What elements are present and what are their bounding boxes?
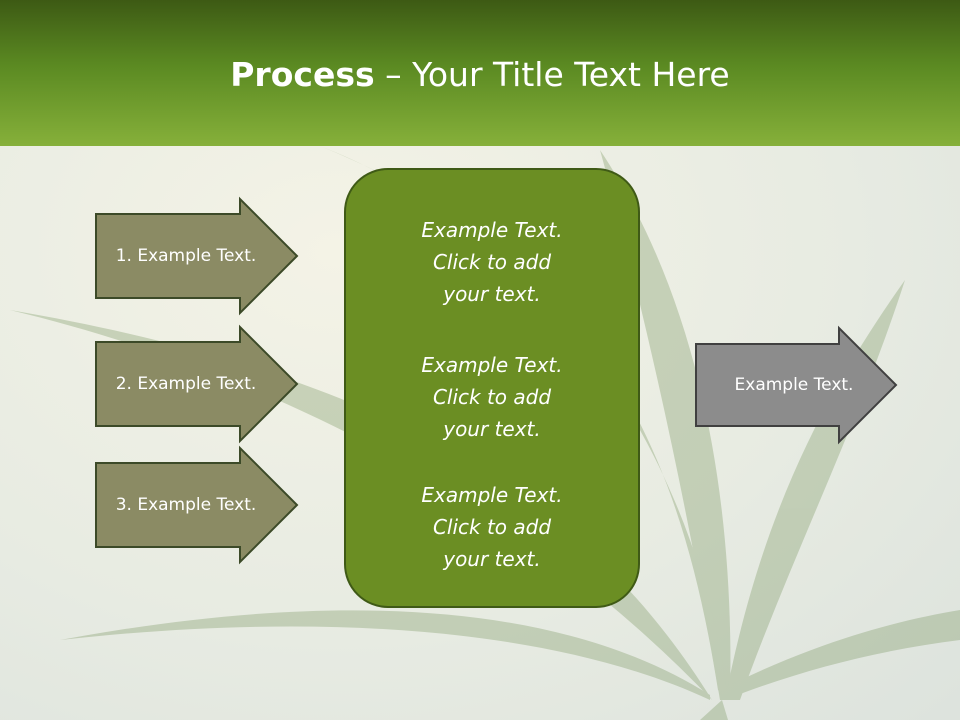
process-text-line: Click to add (432, 515, 552, 539)
process-text-block-1[interactable]: Example Text. Click to add your text. (346, 214, 638, 310)
process-text-block-3[interactable]: Example Text. Click to add your text. (346, 479, 638, 575)
output-arrow-label: Example Text. (734, 375, 854, 395)
input-arrow-2-label: 2. Example Text. (115, 374, 257, 394)
input-arrow-3-label: 3. Example Text. (115, 495, 257, 515)
process-text-line: Example Text. (421, 483, 563, 507)
process-text-block-2[interactable]: Example Text. Click to add your text. (346, 349, 638, 445)
title-rest: – Your Title Text Here (374, 55, 730, 94)
slide-title: Process – Your Title Text Here (0, 52, 960, 98)
title-bold: Process (230, 55, 375, 94)
input-arrow-3[interactable] (95, 445, 299, 565)
input-arrow-2[interactable] (95, 324, 299, 444)
title-bar (0, 0, 960, 146)
process-text-line: Click to add (432, 250, 552, 274)
process-text-line: your text. (443, 282, 541, 306)
process-text-line: your text. (443, 417, 541, 441)
output-arrow[interactable] (695, 325, 898, 445)
input-arrow-1[interactable] (95, 196, 299, 316)
process-text-line: Example Text. (421, 353, 563, 377)
process-text-line: your text. (443, 547, 541, 571)
input-arrow-1-label: 1. Example Text. (115, 246, 257, 266)
process-box[interactable]: Example Text. Click to add your text. Ex… (344, 168, 640, 608)
process-text-line: Click to add (432, 385, 552, 409)
process-text-line: Example Text. (421, 218, 563, 242)
